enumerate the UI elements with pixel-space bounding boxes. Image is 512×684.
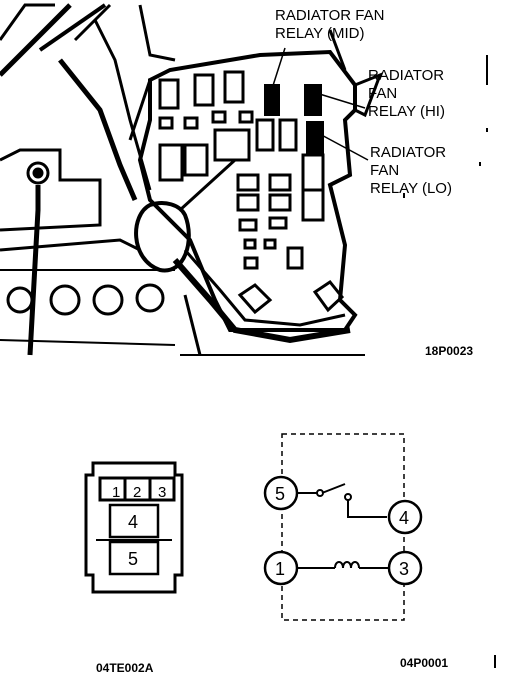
label-hi-line1: RADIATOR bbox=[368, 67, 444, 84]
schematic-figure-code: 04P0001 bbox=[400, 656, 448, 670]
fan-relays bbox=[264, 84, 325, 222]
relay-connector-view: 1 2 3 4 5 bbox=[84, 461, 184, 594]
relay-label-mid: RADIATOR FAN RELAY (MID) bbox=[275, 7, 384, 42]
label-lo-line2: FAN bbox=[370, 162, 399, 179]
schematic-pin-5: 5 bbox=[275, 484, 285, 504]
relay-lo bbox=[306, 121, 324, 155]
label-hi-line3: RELAY (HI) bbox=[368, 103, 445, 120]
connector-pin-3: 3 bbox=[158, 484, 166, 501]
label-mid-line1: RADIATOR FAN bbox=[275, 7, 384, 24]
connector-pin-5: 5 bbox=[128, 549, 138, 569]
label-mid-line2: RELAY (MID) bbox=[275, 25, 364, 42]
schematic-pin-4: 4 bbox=[399, 508, 409, 528]
label-lo-line3: RELAY (LO) bbox=[370, 180, 452, 197]
label-lo-line1: RADIATOR bbox=[370, 144, 446, 161]
connector-pin-4: 4 bbox=[128, 512, 138, 532]
relay-mid bbox=[264, 84, 280, 116]
connector-figure-code: 04TE002A bbox=[96, 661, 154, 675]
relay-schematic: 5 4 1 3 bbox=[263, 433, 423, 621]
relay-label-hi: RADIATOR FAN RELAY (HI) bbox=[368, 67, 445, 120]
relay-box-components bbox=[158, 70, 345, 315]
relay-label-lo: RADIATOR FAN RELAY (LO) bbox=[370, 144, 452, 197]
schematic-pin-3: 3 bbox=[399, 559, 409, 579]
photo-figure-code: 18P0023 bbox=[425, 344, 473, 358]
schematic-pin-1: 1 bbox=[275, 559, 285, 579]
label-hi-line2: FAN bbox=[368, 85, 397, 102]
connector-pin-2: 2 bbox=[133, 484, 141, 501]
label-leaders bbox=[269, 47, 488, 198]
relay-hi bbox=[304, 84, 322, 116]
connector-pin-1: 1 bbox=[112, 484, 120, 501]
engine-bay-illustration bbox=[0, 3, 383, 356]
